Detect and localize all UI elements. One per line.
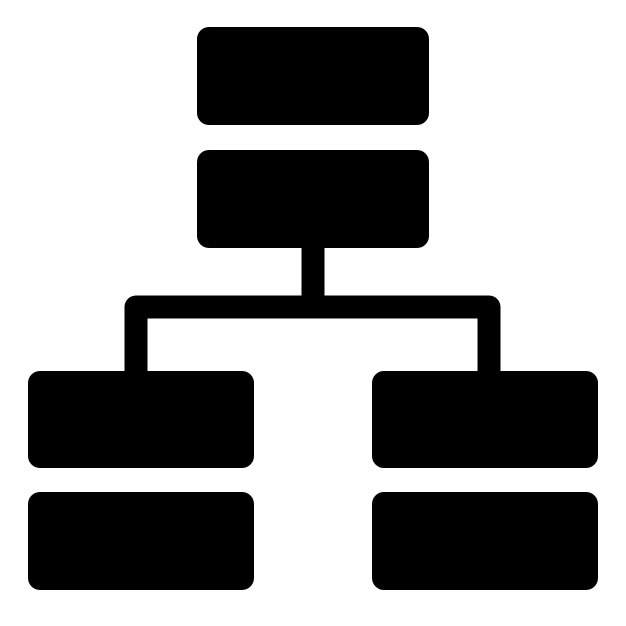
left-node-upper-block <box>28 371 254 468</box>
top-node-lower-block <box>197 150 429 248</box>
left-node-lower-block <box>28 492 254 590</box>
right-node-lower-block <box>372 492 598 590</box>
top-node-upper-block <box>197 27 429 125</box>
connector-branch <box>124 295 501 372</box>
right-node-upper-block <box>372 371 598 468</box>
